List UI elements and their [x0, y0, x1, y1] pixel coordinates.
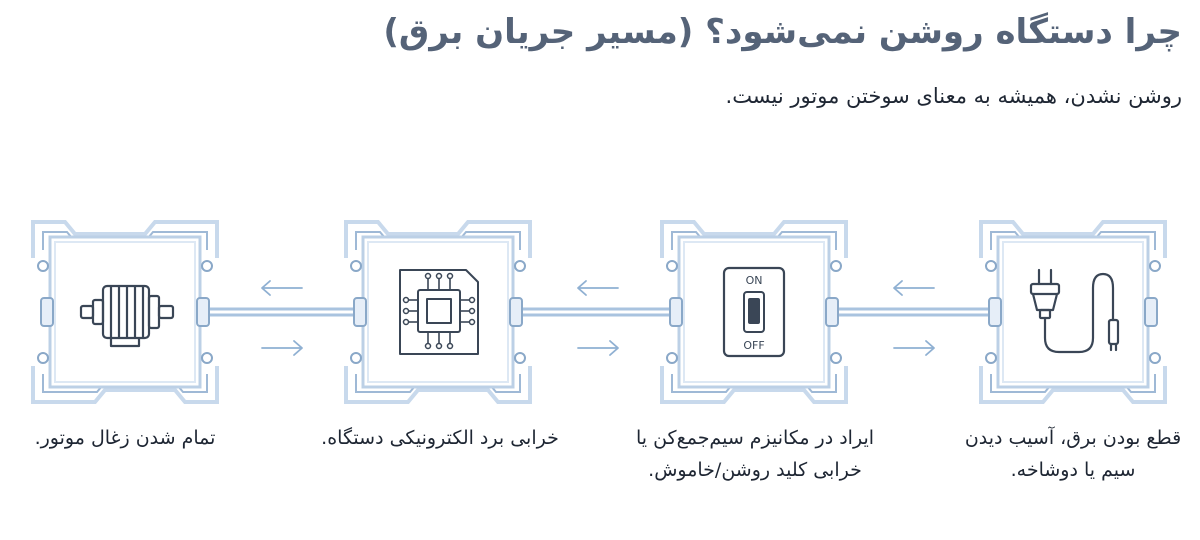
- switch-stage: ON OFF: [660, 220, 848, 404]
- circuit-board-stage: [344, 220, 532, 404]
- arrow-left-icon: [577, 280, 619, 296]
- page-title: چرا دستگاه روشن نمی‌شود؟ (مسیر جریان برق…: [383, 12, 1182, 52]
- switch-on-label: ON: [746, 274, 763, 287]
- flow-arrows: [261, 280, 935, 356]
- arrow-right-icon: [893, 340, 935, 356]
- circuit-board-chip-icon: [399, 269, 479, 355]
- page-subtitle: روشن نشدن، همیشه به معنای سوختن موتور نی…: [725, 84, 1182, 108]
- arrow-left-icon: [893, 280, 935, 296]
- caption-switch: ایراد در مکانیزم سیم‌جمع‌کن یا خرابی کلی…: [635, 427, 875, 481]
- electric-motor-icon: [79, 284, 175, 348]
- switch-off-label: OFF: [743, 339, 764, 352]
- caption-circuit-board: خرابی برد الکترونیکی دستگاه.: [321, 427, 559, 449]
- caption-motor: تمام شدن زغال موتور.: [34, 427, 216, 449]
- arrow-right-icon: [261, 340, 303, 356]
- plug-stage: [979, 220, 1167, 404]
- arrow-right-icon: [577, 340, 619, 356]
- on-off-switch-icon: ON OFF: [722, 266, 786, 358]
- caption-plug: قطع بودن برق، آسیب دیدن سیم یا دوشاخه.: [964, 427, 1182, 481]
- arrow-left-icon: [261, 280, 303, 296]
- motor-stage: [31, 220, 219, 404]
- power-plug-icon: [1029, 268, 1120, 354]
